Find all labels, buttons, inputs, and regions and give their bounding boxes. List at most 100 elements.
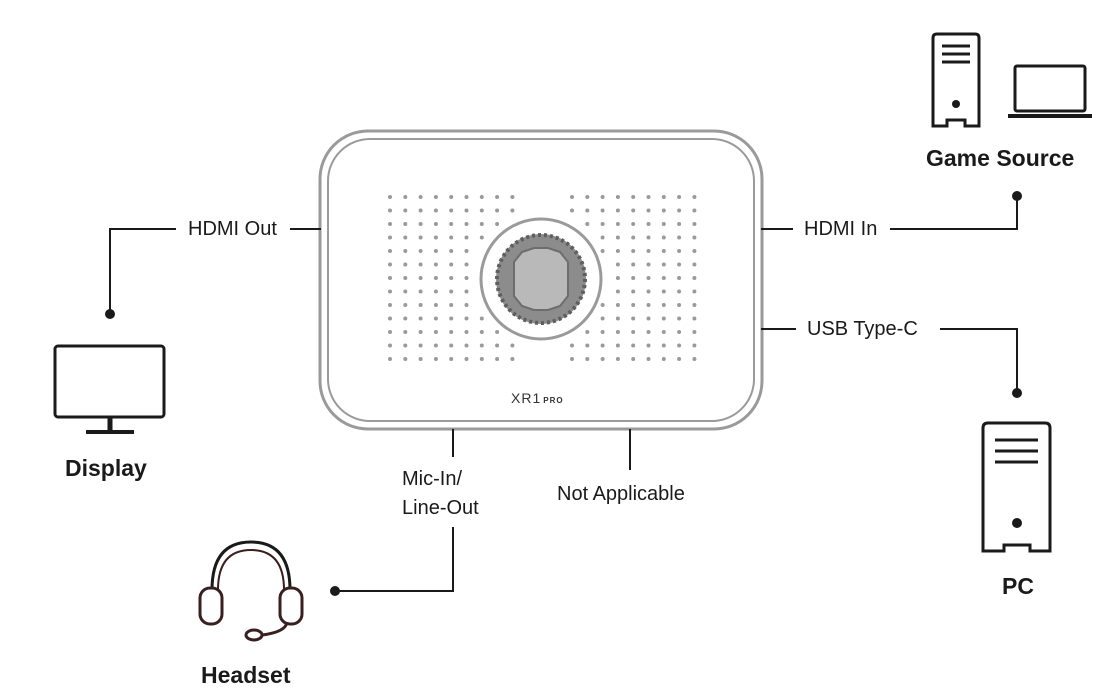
grille-dot	[570, 357, 574, 361]
grille-dot	[433, 276, 438, 280]
grille-dot	[433, 330, 438, 334]
grille-dot	[646, 316, 651, 321]
grille-dot	[631, 303, 636, 307]
grille-dot	[585, 222, 590, 226]
grille-dot	[479, 235, 484, 240]
grille-dot	[677, 276, 682, 280]
laptop-icon	[1008, 64, 1092, 118]
mic-in-connection: Mic-In/ Line-Out	[330, 429, 479, 596]
grille-dot	[418, 276, 423, 280]
grille-dot	[433, 208, 438, 213]
grille-dot	[585, 195, 590, 199]
grille-dot	[615, 262, 620, 267]
grille-dot	[631, 249, 636, 253]
grille-dot	[464, 316, 469, 321]
grille-dot	[464, 249, 469, 253]
mic-in-label: Mic-In/	[402, 468, 462, 490]
grille-dot	[449, 235, 454, 240]
grille-dot	[692, 222, 697, 226]
grille-dot	[631, 195, 636, 199]
grille-dot	[403, 208, 408, 213]
grille-dot	[631, 316, 636, 321]
grille-dot	[388, 195, 392, 199]
grille-dot	[615, 289, 620, 294]
grille-dot	[403, 303, 408, 307]
grille-dot	[692, 249, 697, 253]
hdmi-out-label: HDMI Out	[188, 218, 277, 240]
grille-dot	[418, 330, 423, 334]
grille-dot	[615, 357, 620, 361]
grille-dot	[418, 195, 423, 199]
grille-dot	[646, 262, 651, 267]
grille-dot	[600, 249, 605, 253]
grille-dot	[585, 208, 590, 213]
grille-dot	[403, 289, 408, 294]
grille-dot	[677, 249, 682, 253]
grille-dot	[433, 262, 438, 267]
grille-dot	[692, 357, 697, 361]
grille-dot	[600, 222, 605, 226]
pc-label: PC	[1002, 573, 1034, 599]
headset-icon	[198, 540, 304, 642]
grille-dot	[433, 316, 438, 321]
grille-dot	[661, 235, 666, 240]
grille-dot	[403, 262, 408, 267]
grille-dot	[661, 262, 666, 267]
grille-dot	[464, 289, 469, 294]
grille-dot	[646, 276, 651, 280]
grille-dot	[510, 343, 515, 348]
grille-dot	[615, 208, 620, 213]
grille-dot	[479, 316, 484, 321]
grille-dot	[479, 343, 484, 348]
grille-dot	[692, 276, 697, 280]
grille-dot	[661, 222, 666, 226]
grille-dot	[692, 195, 697, 199]
grille-dot	[449, 249, 454, 253]
grille-dot	[418, 303, 423, 307]
grille-dot	[661, 289, 666, 294]
grille-dot	[615, 303, 620, 307]
grille-dot	[388, 343, 392, 348]
grille-dot	[615, 276, 620, 280]
grille-dot	[388, 235, 392, 240]
grille-dot	[479, 195, 484, 199]
grille-dot	[433, 195, 438, 199]
grille-dot	[418, 343, 423, 348]
grille-dot	[600, 357, 605, 361]
grille-dot	[403, 343, 408, 348]
grille-dot	[677, 262, 682, 267]
grille-dot	[570, 208, 574, 213]
grille-dot	[661, 343, 666, 348]
grille-dot	[646, 249, 651, 253]
grille-dot	[600, 303, 605, 307]
grille-dot	[418, 357, 423, 361]
grille-dot	[615, 249, 620, 253]
grille-dot	[388, 330, 392, 334]
grille-dot	[418, 289, 423, 294]
grille-dot	[388, 208, 392, 213]
grille-dot	[661, 276, 666, 280]
grille-dot	[388, 289, 392, 294]
grille-dot	[615, 235, 620, 240]
grille-dot	[433, 303, 438, 307]
grille-dot	[449, 303, 454, 307]
grille-dot	[433, 222, 438, 226]
grille-dot	[464, 262, 469, 267]
grille-dot	[677, 195, 682, 199]
grille-dot	[631, 262, 636, 267]
grille-dot	[403, 195, 408, 199]
grille-dot	[403, 249, 408, 253]
grille-dot	[677, 222, 682, 226]
grille-dot	[600, 195, 605, 199]
grille-dot	[418, 262, 423, 267]
grille-dot	[661, 208, 666, 213]
grille-dot	[692, 316, 697, 321]
headset-label: Headset	[201, 662, 291, 688]
grille-dot	[615, 343, 620, 348]
grille-dot	[388, 357, 392, 361]
grille-dot	[433, 235, 438, 240]
hdmi-in-label: HDMI In	[804, 218, 877, 240]
grille-dot	[388, 303, 392, 307]
grille-dot	[495, 343, 500, 348]
